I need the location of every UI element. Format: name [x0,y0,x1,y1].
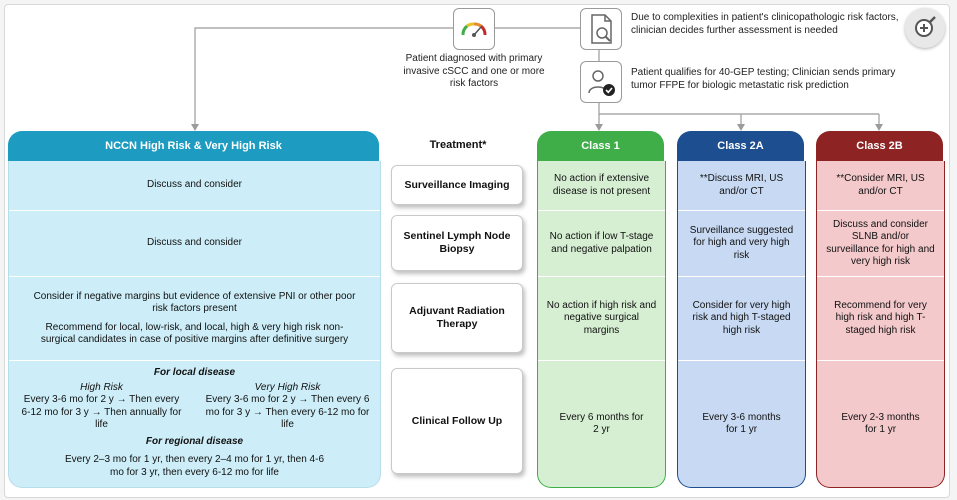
high-risk-schedule: Every 3-6 mo for 2 y → Then every 6-12 m… [21,394,182,430]
very-high-risk-schedule: Every 3-6 mo for 2 y → Then every 6 mo f… [205,394,370,430]
class2a-column: **Discuss MRI, US and/or CT Surveillance… [677,161,806,488]
class2a-slnb-cell: Surveillance suggested for high and very… [678,211,805,277]
class2b-radiation-text: Recommend for very high risk and high T-… [834,299,927,336]
nccn-radiation-recommend-text: Recommend for local, low-risk, and local… [40,321,349,346]
nccn-slnb-text: Discuss and consider [146,237,243,249]
connector-to-nccn [194,27,580,128]
class2a-imaging-cell: **Discuss MRI, US and/or CT [678,161,805,211]
class2b-header: Class 2B [816,131,943,161]
class1-slnb-cell: No action if low T-stage and negative pa… [538,211,665,277]
document-search-icon [580,8,622,50]
local-disease-title: For local disease [153,367,236,378]
high-risk-title: High Risk [80,381,123,393]
class2b-imaging-text: **Consider MRI, US and/or CT [836,173,925,197]
arrowhead-class2b [875,124,883,131]
class2a-radiation-text: Consider for very high risk and high T-s… [692,299,791,336]
class2b-followup-cell: Every 2-3 months for 1 yr [817,361,944,487]
nccn-column: Discuss and consider Discuss and conside… [8,161,381,488]
very-high-risk-block: Very High Risk Every 3-6 mo for 2 y → Th… [205,382,370,432]
class2b-imaging-cell: **Consider MRI, US and/or CT [817,161,944,211]
class1-radiation-cell: No action if high risk and negative surg… [538,277,665,361]
class1-column: No action if extensive disease is not pr… [537,161,666,488]
nccn-followup-cell: For local disease High Risk Every 3-6 mo… [9,361,380,487]
class1-followup-text: Every 6 months for 2 yr [559,411,644,436]
regional-schedule: Every 2–3 mo for 1 yr, then every 2–4 mo… [64,454,325,478]
zoom-button[interactable] [905,8,945,48]
nccn-imaging-cell: Discuss and consider [9,161,380,211]
class1-imaging-text: No action if extensive disease is not pr… [552,173,651,197]
class2b-radiation-cell: Recommend for very high risk and high T-… [817,277,944,361]
treatment-follow-up: Clinical Follow Up [391,368,523,474]
class1-imaging-cell: No action if extensive disease is not pr… [538,161,665,211]
nccn-radiation-consider-text: Consider if negative margins but evidenc… [33,290,356,315]
class2b-followup-text: Every 2-3 months for 1 yr [841,411,920,436]
class1-followup-cell: Every 6 months for 2 yr [538,361,665,487]
class1-radiation-text: No action if high risk and negative surg… [546,299,657,336]
zoom-in-icon [915,16,936,37]
class2b-slnb-cell: Discuss and consider SLNB and/or surveil… [817,211,944,277]
treatment-header: Treatment* [429,139,487,151]
connector-branch [598,103,879,115]
very-high-risk-title: Very High Risk [254,381,321,393]
arrowhead-nccn [191,124,199,131]
class2a-followup-cell: Every 3-6 months for 1 yr [678,361,805,487]
class2a-header: Class 2A [677,131,804,161]
complexity-text: Due to complexities in patient's clinico… [631,12,899,36]
nccn-slnb-cell: Discuss and consider [9,211,380,277]
high-risk-block: High Risk Every 3-6 mo for 2 y → Then ev… [19,382,184,432]
class2b-column: **Consider MRI, US and/or CT Discuss and… [816,161,945,488]
regional-disease-title: For regional disease [145,435,244,447]
treatment-slnb: Sentinel Lymph Node Biopsy [391,215,523,271]
class2a-followup-text: Every 3-6 months for 1 yr [702,411,781,436]
treatment-radiation: Adjuvant Radiation Therapy [391,283,523,353]
risk-gauge-icon [453,8,495,50]
arrowhead-class1 [595,124,603,131]
arrowhead-class2a [737,124,745,131]
patient-check-icon [580,61,622,103]
class2a-imaging-text: **Discuss MRI, US and/or CT [699,173,784,197]
class2a-slnb-text: Surveillance suggested for high and very… [689,224,794,261]
qualify-text: Patient qualifies for 40-GEP testing; Cl… [631,67,896,91]
class2b-slnb-text: Discuss and consider SLNB and/or surveil… [826,218,935,268]
class2a-radiation-cell: Consider for very high risk and high T-s… [678,277,805,361]
nccn-header: NCCN High Risk & Very High Risk [8,131,379,161]
nccn-radiation-cell: Consider if negative margins but evidenc… [9,277,380,361]
nccn-imaging-text: Discuss and consider [146,179,243,191]
class1-header: Class 1 [537,131,664,161]
treatment-surveillance-imaging: Surveillance Imaging [391,165,523,205]
class1-slnb-text: No action if low T-stage and negative pa… [549,231,654,255]
patient-diagnosed-text: Patient diagnosed with primary invasive … [403,53,545,89]
